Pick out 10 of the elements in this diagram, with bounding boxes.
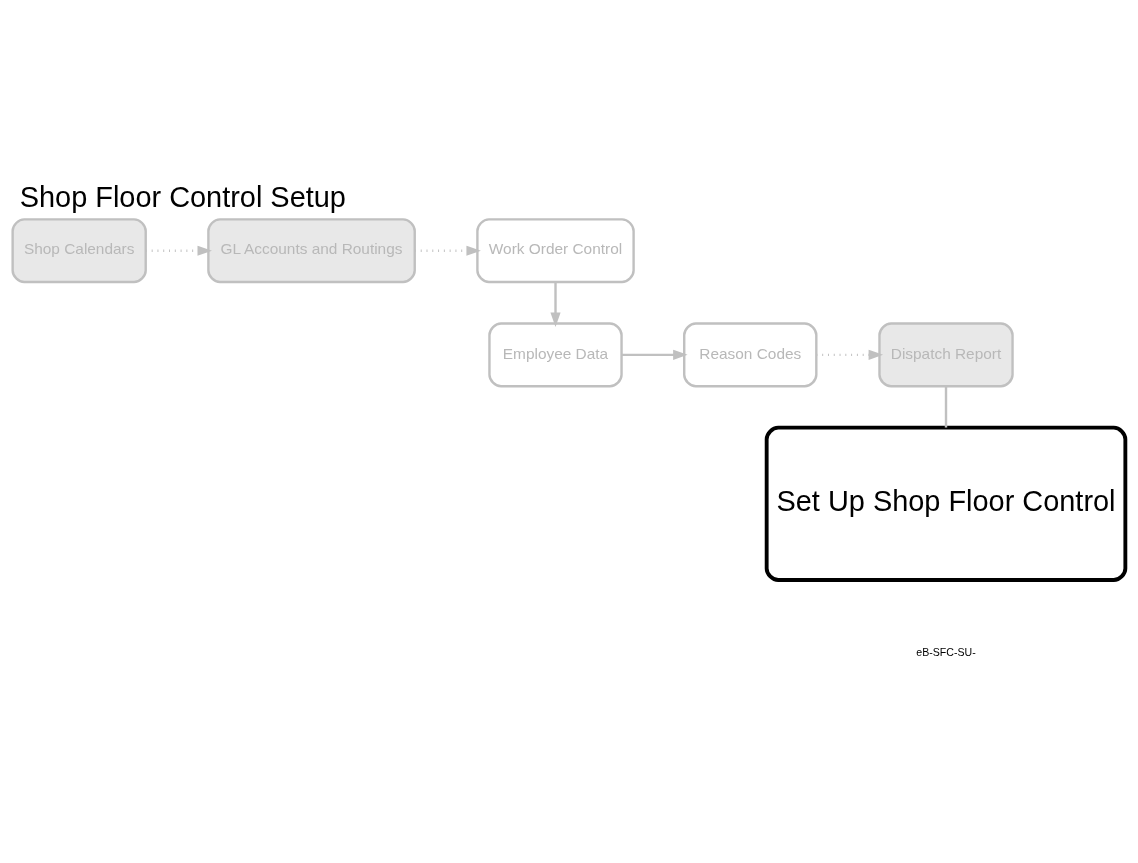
node-box: Employee Data <box>488 321 623 387</box>
arrow <box>816 349 884 360</box>
node-box: Work Order Control <box>476 217 635 283</box>
label: eB-SFC-SU- <box>916 645 976 658</box>
connector <box>944 385 948 428</box>
arrow <box>621 349 688 360</box>
node-box: Reason Codes <box>683 321 818 387</box>
node-box: Set Up Shop Floor Control <box>764 425 1128 582</box>
diagram-title: Shop Floor Control Setup <box>19 180 346 213</box>
arrow <box>550 281 561 327</box>
